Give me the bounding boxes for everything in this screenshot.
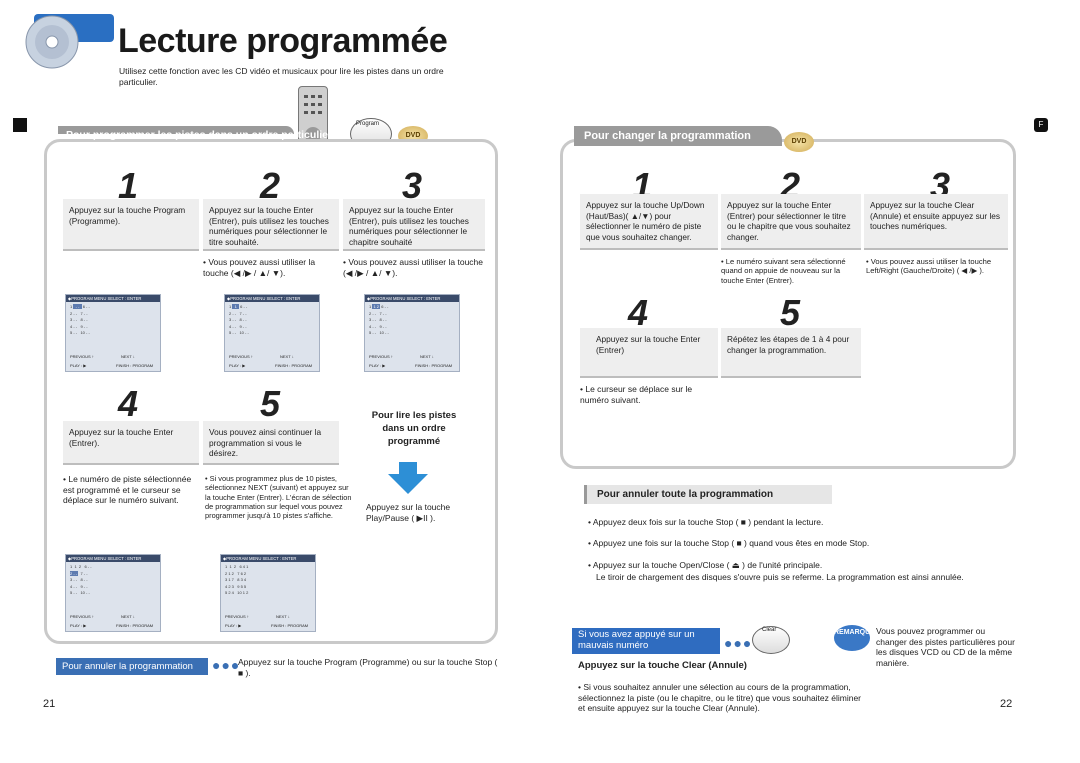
osd-prev: PREVIOUS ↑	[225, 614, 249, 619]
left-step-1-text: Appuyez sur la touche Program (Programme…	[63, 199, 199, 251]
play-text: Appuyez sur la touche Play/Pause ( ▶II )…	[366, 502, 451, 523]
right-step-1-text: Appuyez sur la touche Up/Down (Haut/Bas)…	[580, 194, 718, 250]
left-step-3-number: 3	[402, 165, 423, 206]
left-step-5-text: Vous pouvez ainsi continuer la programma…	[203, 421, 339, 465]
left-step-4-note: • Le numéro de piste sélectionnée est pr…	[63, 474, 192, 506]
mistake-subtitle: Appuyez sur la touche Clear (Annule)	[578, 660, 747, 671]
down-arrow-icon	[388, 474, 428, 494]
osd-menu: ◆PROGRAM MENU SELECT : ENTER	[365, 295, 459, 303]
right-step-4-number: 4	[628, 292, 649, 333]
osd-prev: PREVIOUS ↑	[70, 354, 94, 359]
intro-text: Utilisez cette fonction avec les CD vidé…	[119, 66, 444, 87]
cancel-section-title: Pour annuler toute la programmation	[584, 485, 832, 504]
left-step-5-number: 5	[260, 383, 281, 424]
osd-prev: PREVIOUS ↑	[369, 354, 393, 359]
osd-next: NEXT ↓	[420, 354, 434, 359]
dots-icon-2: ●●●	[724, 635, 753, 651]
play-title: Pour lire les pistes dans un ordre progr…	[371, 410, 457, 447]
osd-menu: ◆PROGRAM MENU SELECT : ENTER	[66, 555, 160, 563]
left-panel-header-text: Pour programmer les pistes dans un ordre…	[66, 129, 333, 141]
left-step-3-note: • Vous pouvez aussi utiliser la touche (…	[343, 257, 484, 278]
osd-prev: PREVIOUS ↑	[229, 354, 253, 359]
osd-next: NEXT ↓	[280, 354, 294, 359]
osd-play: PLAY : ▶	[225, 623, 242, 628]
osd-finish: FINISH : PROGRAM	[116, 623, 154, 628]
right-step-5-text: Répétez les étapes de 1 à 4 pour changer…	[721, 328, 861, 378]
osd-menu: ◆PROGRAM MENU SELECT : ENTER	[221, 555, 315, 563]
osd-screen-1: ◆PROGRAM MENU SELECT : ENTER 1 - - 6 - -…	[65, 294, 161, 372]
disc-graphic	[14, 10, 119, 70]
left-step-2-note: • Vous pouvez aussi utiliser la touche (…	[203, 257, 316, 278]
remark-badge: REMARQUE	[834, 625, 870, 651]
osd-finish: FINISH : PROGRAM	[275, 363, 313, 368]
osd-finish: FINISH : PROGRAM	[116, 363, 154, 368]
right-step-3-text: Appuyez sur la touche Clear (Annule) et …	[864, 194, 1008, 250]
cancel-label: Pour annuler la programmation	[56, 658, 208, 675]
left-step-5-note: • Si vous programmez plus de 10 pistes, …	[205, 474, 352, 520]
left-step-4-number: 4	[118, 383, 139, 424]
cancel-bullet-3b: Le tiroir de chargement des disques s'ou…	[596, 572, 964, 582]
remark-text: Vous pouvez programmer ou changer des pi…	[876, 626, 1015, 668]
left-step-2-text: Appuyez sur la touche Enter (Entrer), pu…	[203, 199, 339, 251]
page-title: Lecture programmée	[118, 22, 448, 60]
mistake-title: Si vous avez appuyé sur un mauvais numér…	[578, 629, 695, 651]
clear-button	[752, 626, 790, 654]
osd-menu: ◆PROGRAM MENU SELECT : ENTER	[66, 295, 160, 303]
side-tab-right: F	[1034, 118, 1048, 132]
osd-screen-2: ◆PROGRAM MENU SELECT : ENTER 1 1 6 - - 2…	[224, 294, 320, 372]
osd-next: NEXT ↓	[121, 354, 135, 359]
right-panel-header: Pour changer la programmation	[584, 130, 751, 142]
mistake-text: • Si vous souhaitez annuler une sélectio…	[578, 682, 862, 714]
cancel-bullet-2: • Appuyez une fois sur la touche Stop ( …	[588, 538, 870, 548]
osd-screen-4: ◆PROGRAM MENU SELECT : ENTER 1 1 2 6 - -…	[65, 554, 161, 632]
left-step-4-text: Appuyez sur la touche Enter (Entrer).	[63, 421, 199, 465]
dvd-badge-right: DVD	[784, 132, 814, 152]
left-step-1-number: 1	[118, 165, 139, 206]
right-step-4-note: • Le curseur se déplace sur le numéro su…	[580, 384, 693, 405]
osd-finish: FINISH : PROGRAM	[415, 363, 453, 368]
down-arrow-stem	[399, 462, 417, 476]
osd-finish: FINISH : PROGRAM	[271, 623, 309, 628]
program-button-label: Program	[356, 121, 380, 127]
osd-prev: PREVIOUS ↑	[70, 614, 94, 619]
left-step-2-number: 2	[260, 165, 281, 206]
osd-play: PLAY : ▶	[70, 363, 87, 368]
osd-next: NEXT ↓	[121, 614, 135, 619]
clear-button-label: Clear	[762, 627, 777, 633]
page-number-left: 21	[43, 698, 56, 710]
page-number-right: 22	[1000, 698, 1013, 710]
osd-screen-5: ◆PROGRAM MENU SELECT : ENTER 1 1 2 6 4 1…	[220, 554, 316, 632]
right-step-4-text: Appuyez sur la touche Enter (Entrer)	[580, 328, 718, 378]
right-step-5-number: 5	[780, 292, 801, 333]
cancel-text: Appuyez sur la touche Program (Programme…	[238, 657, 498, 678]
mistake-title-bg	[572, 628, 720, 654]
cancel-bullet-3: • Appuyez sur la touche Open/Close ( ⏏ )…	[588, 560, 823, 570]
cancel-bullet-1: • Appuyez deux fois sur la touche Stop (…	[588, 517, 824, 527]
right-step-3-note: • Vous pouvez aussi utiliser la touche L…	[866, 257, 992, 276]
left-panel-header	[58, 126, 294, 134]
right-panel-header-bg	[574, 126, 782, 146]
right-step-2-note: • Le numéro suivant sera sélectionné qua…	[721, 257, 846, 285]
side-tab-left	[13, 118, 27, 132]
osd-play: PLAY : ▶	[229, 363, 246, 368]
right-step-2-text: Appuyez sur la touche Enter (Entrer) pou…	[721, 194, 861, 250]
osd-menu: ◆PROGRAM MENU SELECT : ENTER	[225, 295, 319, 303]
osd-play: PLAY : ▶	[70, 623, 87, 628]
osd-screen-3: ◆PROGRAM MENU SELECT : ENTER 1 1 2 6 - -…	[364, 294, 460, 372]
left-step-3-text: Appuyez sur la touche Enter (Entrer), pu…	[343, 199, 485, 251]
dots-icon: ●●●	[212, 657, 241, 673]
osd-play: PLAY : ▶	[369, 363, 386, 368]
osd-next: NEXT ↓	[276, 614, 290, 619]
